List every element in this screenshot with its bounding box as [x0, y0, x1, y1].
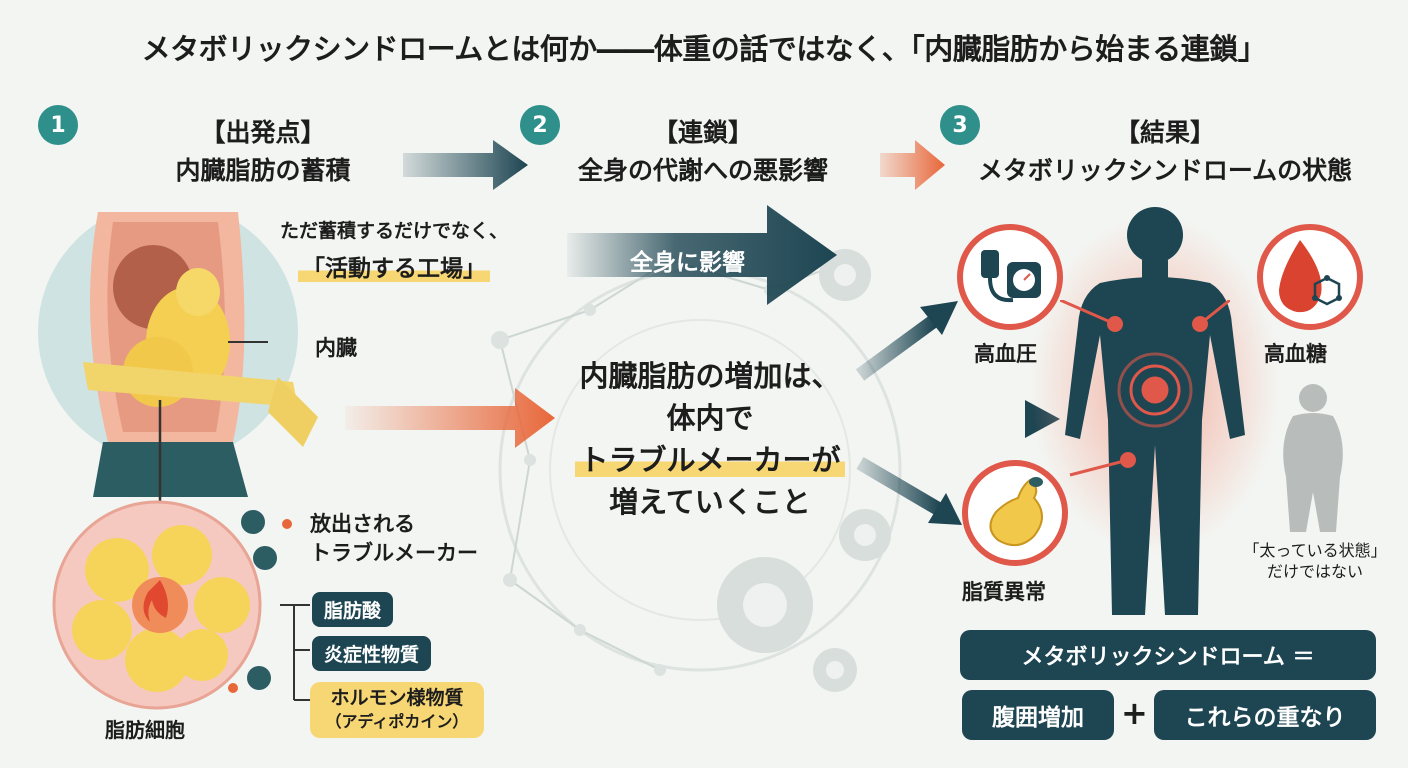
step-3-tag: 【結果】: [1114, 118, 1215, 147]
overweight-figure: [1283, 384, 1343, 532]
step-1-badge: 1: [38, 105, 78, 145]
formula-plus: +: [1121, 694, 1148, 732]
release-label-line1: 放出される: [310, 512, 415, 536]
page-title: メタボリックシンドロームとは何か――体重の話ではなく、「内臓脂肪から始まる連鎖」: [141, 32, 1267, 66]
overweight-note-line1: 「太っている状態」: [1243, 541, 1387, 560]
hormone-line1: ホルモン様物質: [330, 687, 464, 709]
step-2-text: 全身の代謝への悪影響: [577, 156, 828, 185]
whole-body-arrow-label: 全身に影響: [630, 250, 745, 276]
step-1-2-arrow: [403, 140, 528, 190]
overweight-note: 「太っている状態」 だけではない: [1230, 540, 1400, 582]
release-label-line2: トラブルメーカー: [310, 541, 478, 565]
step-3-badge: 3: [940, 105, 980, 145]
overweight-note-line2: だけではない: [1266, 562, 1363, 581]
released-molecules-icon: [228, 510, 292, 693]
step-2-3-arrow: [880, 140, 945, 190]
abdomen-cell-connector: [158, 400, 162, 510]
step-2-heading: 【連鎖】 全身の代謝への悪影響: [548, 114, 858, 190]
middle-line4: 増えていくこと: [609, 485, 811, 519]
factory-callout-line2: 「活動する工場」: [298, 256, 490, 282]
step-3-text: メタボリックシンドロームの状態: [977, 156, 1353, 185]
fat-cell-label: 脂肪細胞: [105, 718, 185, 742]
step-2-tag: 【連鎖】: [652, 118, 753, 147]
middle-line2: 体内で: [666, 401, 754, 435]
substance-inflammatory: 炎症性物質: [312, 636, 432, 671]
abdomen-illustration: [38, 212, 318, 497]
substance-hormone: ホルモン様物質 （アディポカイン）: [310, 682, 484, 738]
formula-top: メタボリックシンドローム ＝: [960, 630, 1376, 680]
orange-flow-arrow: [345, 388, 555, 448]
substance-bracket: [280, 604, 310, 701]
hormone-line2: （アディポカイン）: [325, 712, 469, 731]
whole-body-arrow: [567, 205, 837, 305]
middle-line3: トラブルメーカーが: [575, 443, 845, 477]
organ-label: 内臓: [315, 336, 357, 360]
substance-fatty-acid: 脂肪酸: [312, 592, 394, 627]
fat-cell-illustration: [52, 500, 262, 710]
release-label: 放出される トラブルメーカー: [310, 510, 478, 568]
step-1-tag: 【出発点】: [200, 118, 326, 147]
blood-sugar-icon: [1257, 224, 1363, 330]
formula-overlap: これらの重なり: [1154, 690, 1376, 740]
factory-callout: ただ蓄積するだけでなく、 「活動する工場」: [254, 216, 534, 283]
middle-line1: 内臓脂肪の増加は、: [579, 359, 841, 393]
blood-pressure-icon: [957, 224, 1063, 330]
formula-waist: 腹囲増加: [962, 690, 1114, 740]
step-3-heading: 【結果】 メタボリックシンドロームの状態: [945, 114, 1385, 190]
condition-dyslipidemia: 脂質異常: [962, 580, 1046, 604]
lipid-icon: [962, 460, 1068, 566]
condition-hypertension: 高血圧: [974, 342, 1037, 366]
factory-callout-line1: ただ蓄積するだけでなく、: [279, 220, 508, 242]
step-2-badge: 2: [520, 105, 560, 145]
step-1-text: 内臓脂肪の蓄積: [175, 156, 351, 185]
condition-hyperglycemia: 高血糖: [1264, 342, 1327, 366]
step-1-heading: 【出発点】 内臓脂肪の蓄積: [118, 114, 408, 190]
middle-main-text: 内臓脂肪の増加は、 体内で トラブルメーカーが 増えていくこと: [555, 355, 865, 523]
condition-connectors: [1060, 300, 1230, 477]
